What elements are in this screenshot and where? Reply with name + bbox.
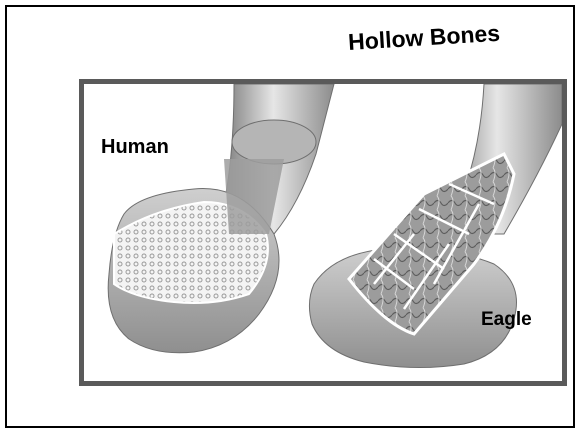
- bones-svg: [84, 84, 562, 381]
- label-human: Human: [101, 136, 169, 159]
- human-bone-cut-end: [232, 120, 316, 164]
- human-bone: [108, 84, 334, 353]
- slide-title: Hollow Bones: [347, 20, 500, 56]
- label-eagle: Eagle: [481, 309, 532, 331]
- bone-illustration: Human Eagle: [79, 79, 567, 386]
- slide-frame: Hollow Bones: [5, 5, 575, 428]
